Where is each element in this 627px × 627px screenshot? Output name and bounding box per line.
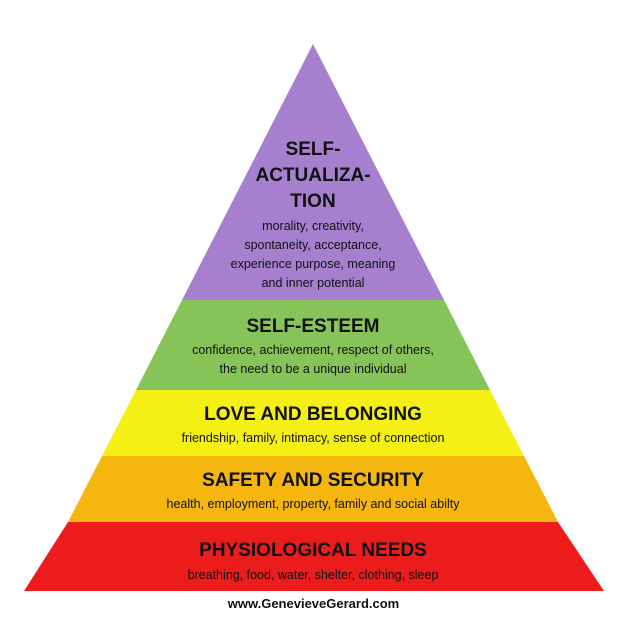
tier-title-love-belonging: LOVE AND BELONGING (204, 404, 422, 425)
tier-description-love-belonging: friendship, family, intimacy, sense of c… (182, 431, 445, 445)
tier-band-physiological (24, 522, 604, 591)
tier-title-physiological: PHYSIOLOGICAL NEEDS (199, 540, 427, 561)
tier-band-self-actualization (182, 44, 444, 300)
tier-description-self-esteem-line-2: the need to be a unique individual (220, 362, 407, 376)
tier-description-self-actualization-line-3: experience purpose, meaning (231, 257, 396, 271)
tier-description-self-esteem-line-1: confidence, achievement, respect of othe… (192, 343, 434, 357)
tier-title-safety-security: SAFETY AND SECURITY (202, 470, 424, 491)
tier-title-self-actualization-line-2: ACTUALIZA- (255, 165, 370, 186)
tier-band-love-belonging (102, 390, 524, 456)
tier-description-self-actualization-line-1: morality, creativity, (262, 219, 364, 233)
tier-title-self-actualization-line-1: SELF- (286, 139, 341, 160)
tier-title-self-actualization-line-3: TION (290, 191, 335, 212)
tier-description-safety-security: health, employment, property, family and… (167, 497, 461, 511)
tier-band-self-esteem (136, 300, 490, 390)
tier-description-physiological: breathing, food, water, shelter, clothin… (188, 568, 439, 582)
tier-description-self-actualization-line-4: and inner potential (262, 276, 365, 290)
tier-band-safety-security (68, 456, 558, 522)
website-credit: www.GenevieveGerard.com (227, 596, 400, 611)
tier-description-self-actualization-line-2: spontaneity, acceptance, (244, 238, 381, 252)
tier-title-self-esteem: SELF-ESTEEM (246, 316, 379, 337)
